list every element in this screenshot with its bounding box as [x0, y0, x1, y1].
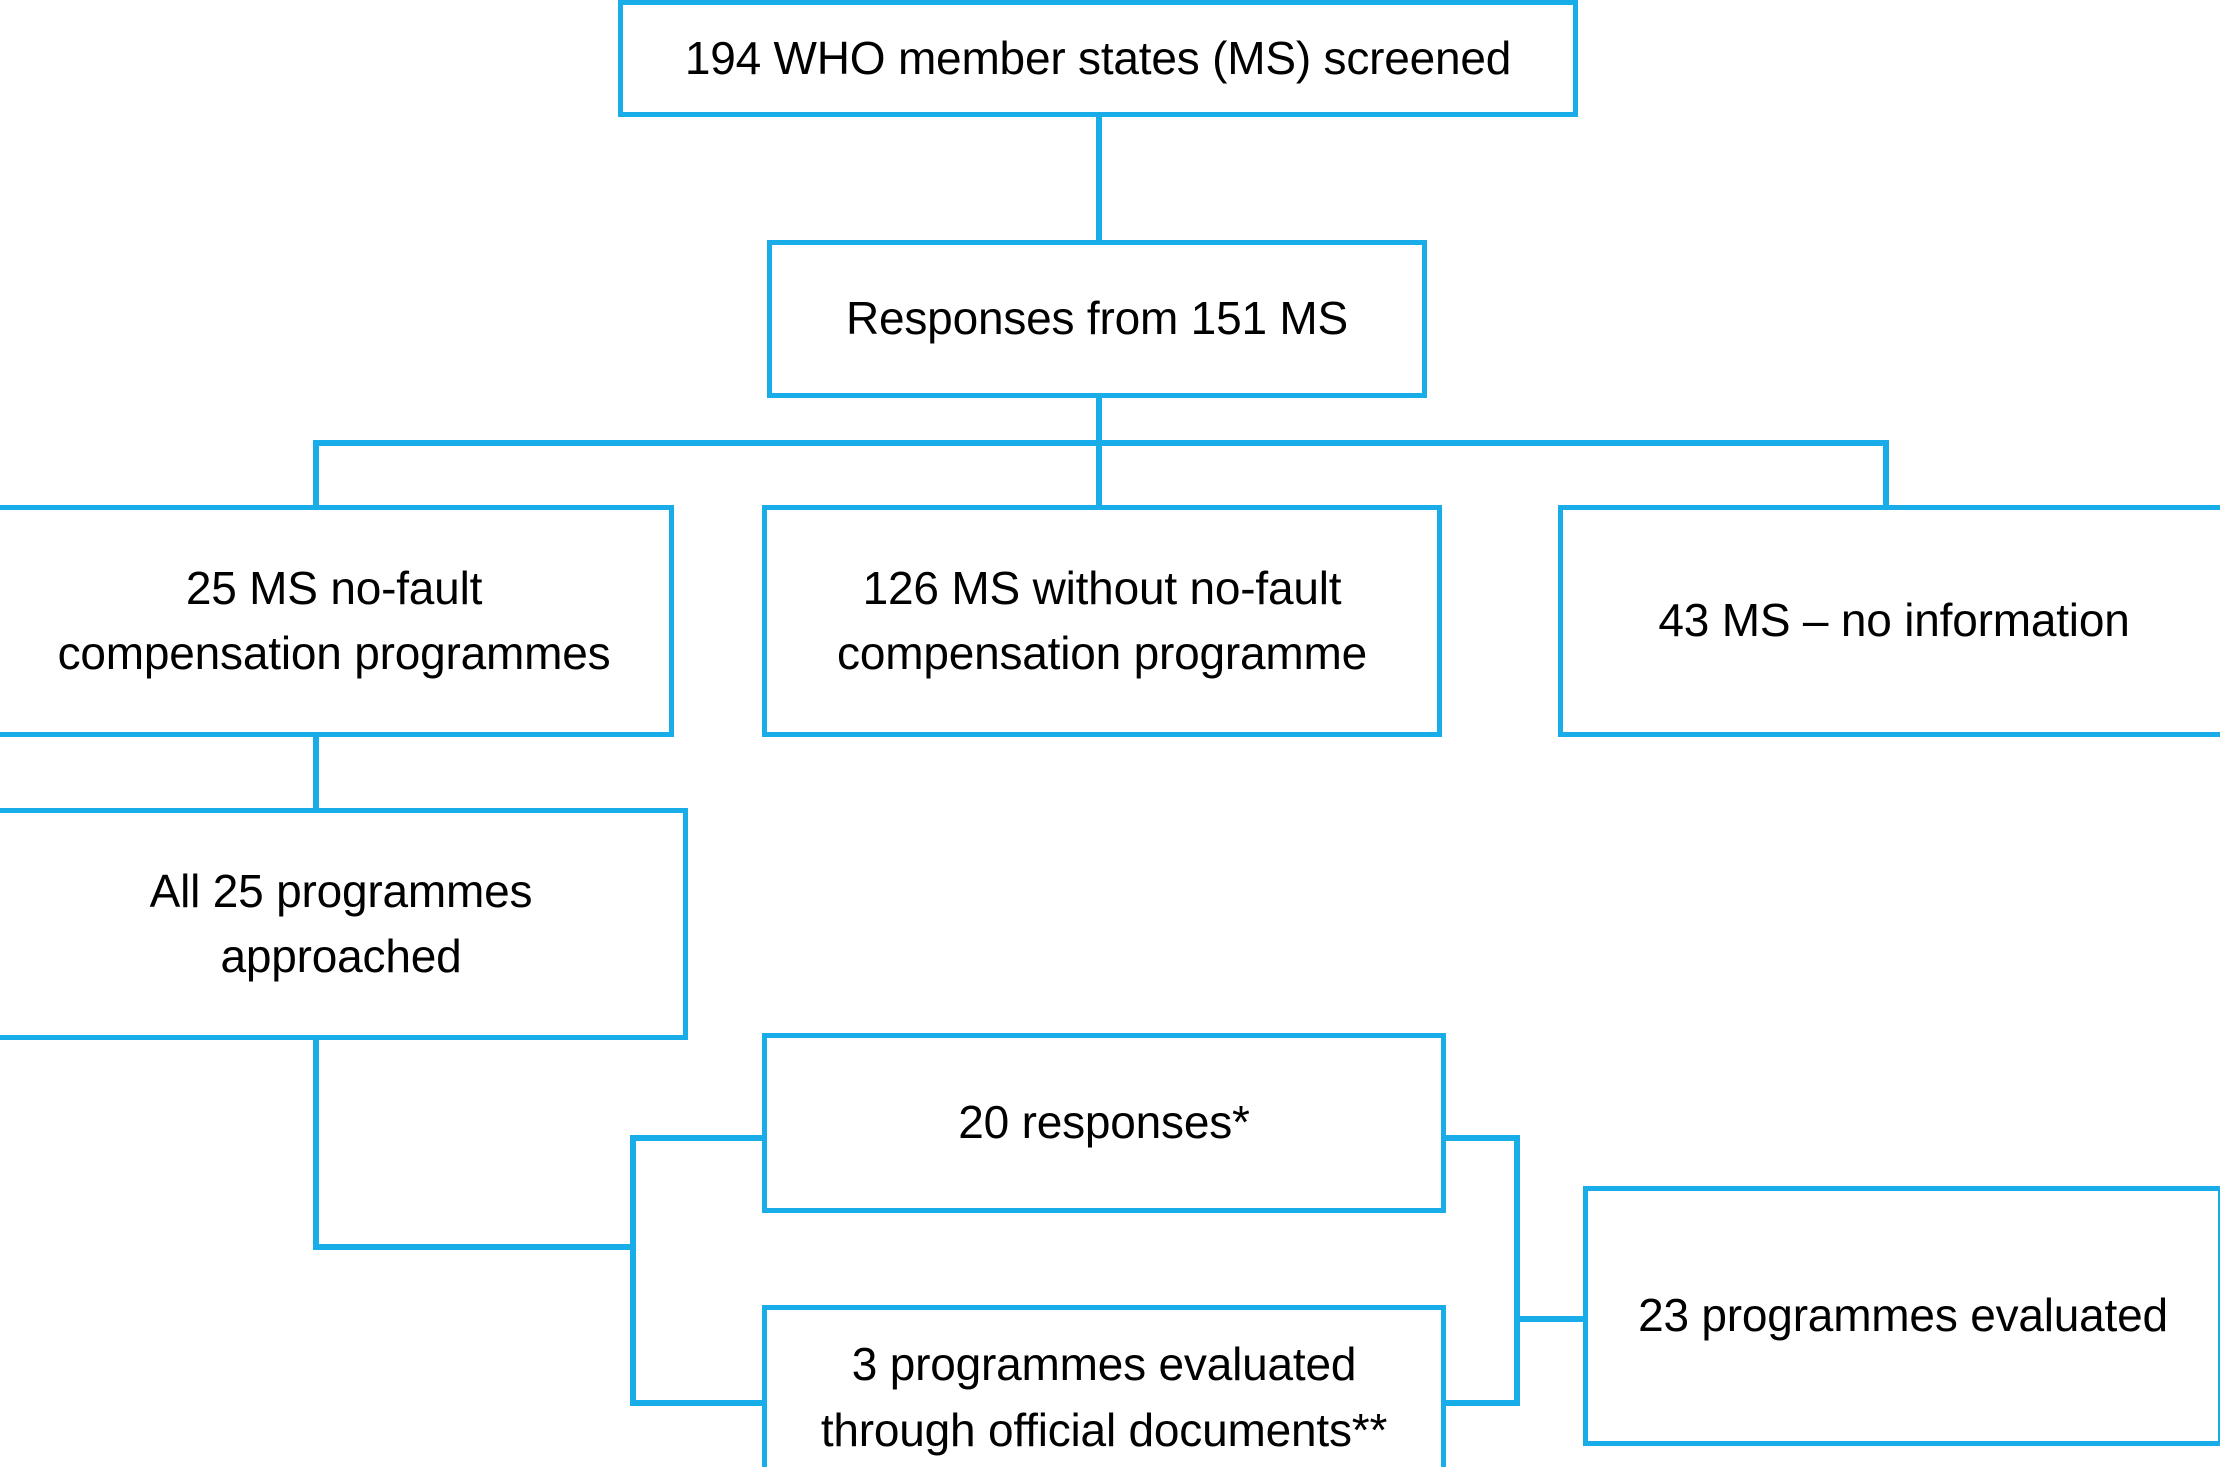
node-responses20-label: 20 responses*	[958, 1096, 1250, 1149]
connector-docs3-to-rightrail	[1440, 1400, 1520, 1406]
connector-mid-rail	[630, 1135, 636, 1406]
connector-split-left-drop	[313, 440, 319, 508]
connector-split-mid-drop	[1096, 440, 1102, 508]
connector-rightrail-to-evaluated23	[1514, 1316, 1589, 1322]
node-evaluated23[interactable]: 23 programmes evaluated	[1583, 1186, 2220, 1446]
node-responses-label: Responses from 151 MS	[845, 292, 1349, 345]
node-approached[interactable]: All 25 programmes approached	[0, 808, 688, 1040]
connector-right-rail	[1514, 1135, 1520, 1406]
connector-screened-to-responses	[1096, 112, 1102, 242]
node-screened[interactable]: 194 WHO member states (MS) screened	[618, 0, 1578, 117]
node-with-nofault-label: 25 MS no-fault compensation programmes	[57, 561, 611, 679]
node-with-nofault[interactable]: 25 MS no-fault compensation programmes	[0, 505, 674, 737]
node-evaluated23-label: 23 programmes evaluated	[1638, 1289, 2168, 1342]
node-no-info-label: 43 MS – no information	[1658, 594, 2130, 647]
node-without-nofault[interactable]: 126 MS without no-fault compensation pro…	[762, 505, 1442, 737]
node-docs3-label: 3 programmes evaluated through official …	[820, 1338, 1388, 1456]
node-docs3[interactable]: 3 programmes evaluated through official …	[762, 1305, 1446, 1467]
connector-approached-down	[313, 1038, 319, 1250]
node-no-info[interactable]: 43 MS – no information	[1558, 505, 2220, 737]
node-approached-label: All 25 programmes approached	[149, 864, 533, 982]
node-responses[interactable]: Responses from 151 MS	[767, 240, 1427, 398]
node-without-nofault-label: 126 MS without no-fault compensation pro…	[837, 561, 1367, 679]
connector-midrail-to-docs3	[630, 1400, 766, 1406]
node-responses20[interactable]: 20 responses*	[762, 1033, 1446, 1213]
connector-responses20-to-rightrail	[1440, 1135, 1520, 1141]
connector-split-right-drop	[1883, 440, 1889, 508]
connector-approached-to-midrail	[313, 1244, 636, 1250]
connector-responses-down	[1096, 396, 1102, 446]
node-screened-label: 194 WHO member states (MS) screened	[684, 31, 1512, 84]
connector-midrail-to-responses20	[630, 1135, 766, 1141]
connector-nofault-to-approached	[313, 735, 319, 810]
